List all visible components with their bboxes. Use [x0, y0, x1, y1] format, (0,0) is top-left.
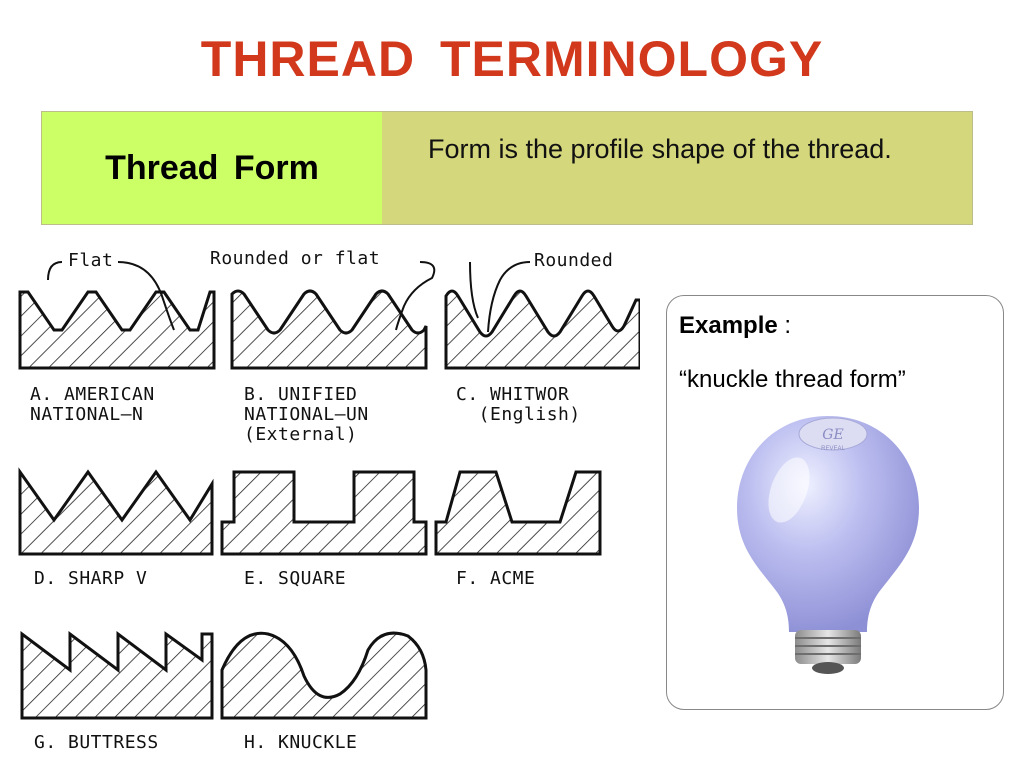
- american-national-profile: [18, 290, 216, 370]
- label-h: H. KNUCKLE: [244, 732, 357, 753]
- example-box: Example : “knuckle thread form” GE REVEA…: [666, 295, 1004, 710]
- label-c-line2: (English): [456, 404, 581, 425]
- buttress-profile: [20, 631, 214, 720]
- bulb-tip: [812, 662, 844, 674]
- definition-box: Thread Form Form is the profile shape of…: [41, 111, 973, 225]
- slide-title: THREAD TERMINOLOGY: [200, 31, 824, 87]
- rounded-callout-line: [469, 261, 531, 333]
- rounded-or-flat-callout-line: [395, 261, 436, 331]
- label-b-line2: NATIONAL—UN: [244, 404, 369, 425]
- whitworth-profile: [444, 289, 640, 370]
- label-a-line1: A. AMERICAN: [30, 384, 155, 405]
- bulb-highlight: [768, 457, 810, 523]
- callout-flat: Flat: [68, 250, 113, 271]
- example-heading: Example :: [679, 312, 791, 340]
- label-c-line1: C. WHITWOR: [456, 384, 569, 405]
- label-e: E. SQUARE: [244, 568, 346, 589]
- callout-rounded: Rounded: [534, 250, 613, 271]
- example-separator: :: [777, 312, 792, 339]
- example-text: “knuckle thread form”: [679, 366, 906, 393]
- square-profile: [220, 470, 428, 556]
- label-d: D. SHARP V: [34, 568, 147, 589]
- definition-term: Thread Form: [42, 112, 382, 224]
- thread-forms-diagram: Flat Rounded or flat Rounded A. AMERICAN…: [18, 248, 640, 753]
- definition-text: Form is the profile shape of the thread.: [382, 112, 972, 224]
- sharp-v-profile: [18, 467, 214, 556]
- light-bulb-image: GE REVEAL: [737, 416, 919, 674]
- unified-national-profile: [230, 289, 428, 370]
- bulb-brand-subtext: REVEAL: [821, 446, 845, 452]
- bulb-label-seal: [798, 417, 868, 451]
- label-b-line3: (External): [244, 424, 357, 445]
- bulb-brand-text: GE: [822, 427, 843, 443]
- example-label: Example: [679, 312, 778, 339]
- label-b-line1: B. UNIFIED: [244, 384, 357, 405]
- label-f: F. ACME: [456, 568, 535, 589]
- callout-rounded-or-flat: Rounded or flat: [210, 248, 380, 269]
- label-g: G. BUTTRESS: [34, 732, 159, 753]
- label-a-line2: NATIONAL—N: [30, 404, 143, 425]
- flat-callout-line: [47, 261, 175, 331]
- knuckle-profile: [220, 631, 428, 720]
- acme-profile: [434, 470, 602, 556]
